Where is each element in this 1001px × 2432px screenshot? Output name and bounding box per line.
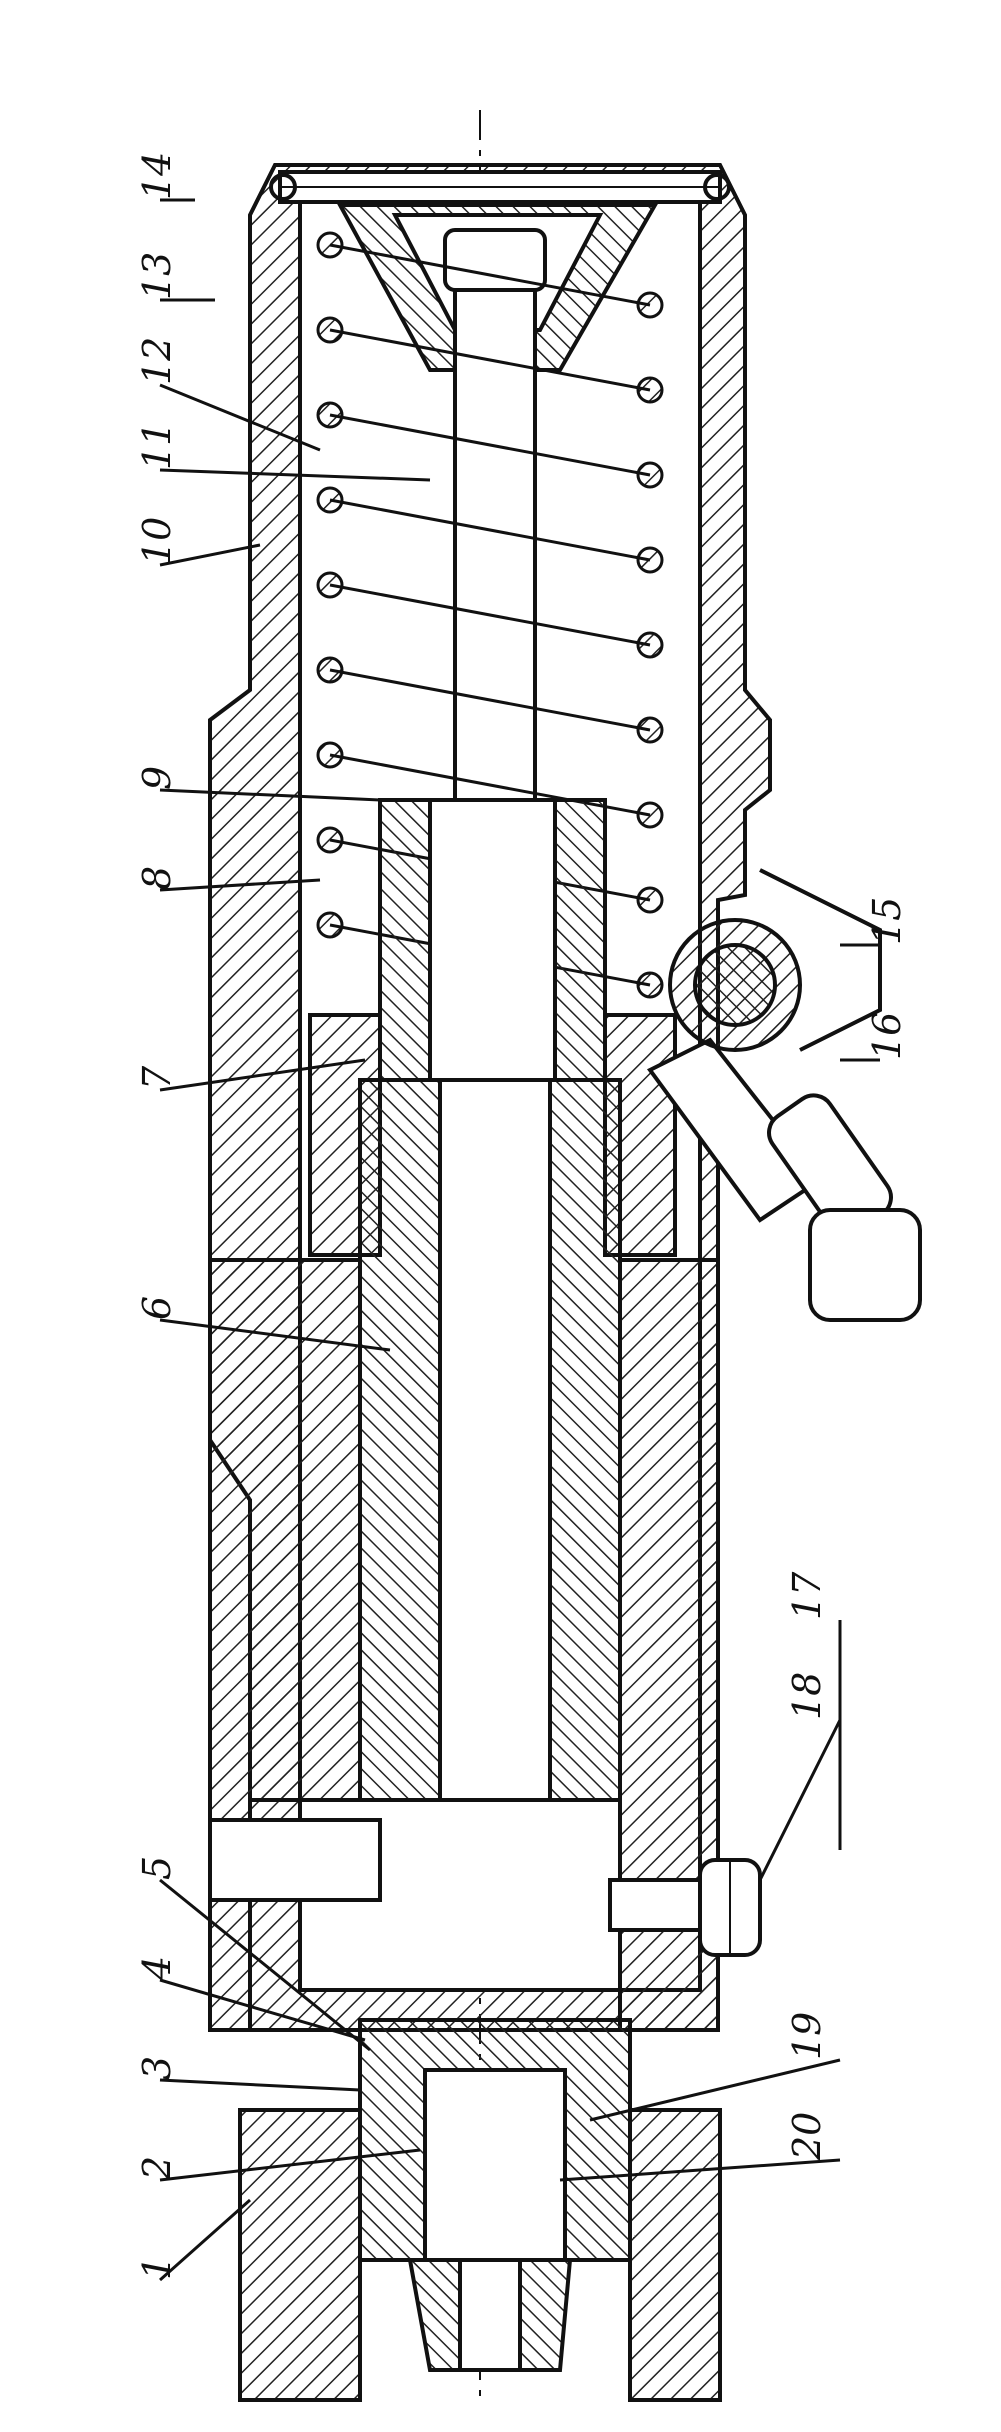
callout-2: 2 xyxy=(135,2156,179,2181)
callout-13: 13 xyxy=(135,252,179,300)
callout-6: 6 xyxy=(135,1296,179,1320)
callout-9: 9 xyxy=(135,766,179,790)
nozzle xyxy=(407,2258,573,2372)
eccentric-bushing xyxy=(668,868,882,1052)
callout-19: 19 xyxy=(785,2012,829,2060)
callout-17: 17 xyxy=(785,1571,829,1620)
callout-20: 20 xyxy=(785,2112,829,2161)
callout-3: 3 xyxy=(135,2056,179,2080)
barrel xyxy=(358,1078,622,1802)
guide-sleeve xyxy=(308,798,677,1257)
end-cap xyxy=(269,170,731,204)
callout-14: 14 xyxy=(135,152,179,200)
valve-body xyxy=(358,2018,632,2262)
callout-1: 1 xyxy=(135,2256,179,2280)
callout-7: 7 xyxy=(135,1065,179,1090)
adjusting-screw xyxy=(646,1037,922,1322)
callout-4: 4 xyxy=(135,1956,179,1981)
callout-5: 5 xyxy=(135,1856,179,1880)
callout-8: 8 xyxy=(135,866,179,890)
callout-15: 15 xyxy=(865,897,909,945)
callout-12: 12 xyxy=(135,337,179,385)
callout-10: 10 xyxy=(135,517,179,565)
locking-screw xyxy=(608,1858,762,1957)
callout-18: 18 xyxy=(785,1672,829,1720)
callout-16: 16 xyxy=(865,1012,909,1060)
mounting-flange xyxy=(238,2108,362,2402)
side-port xyxy=(208,1818,382,1902)
callout-11: 11 xyxy=(135,422,179,470)
